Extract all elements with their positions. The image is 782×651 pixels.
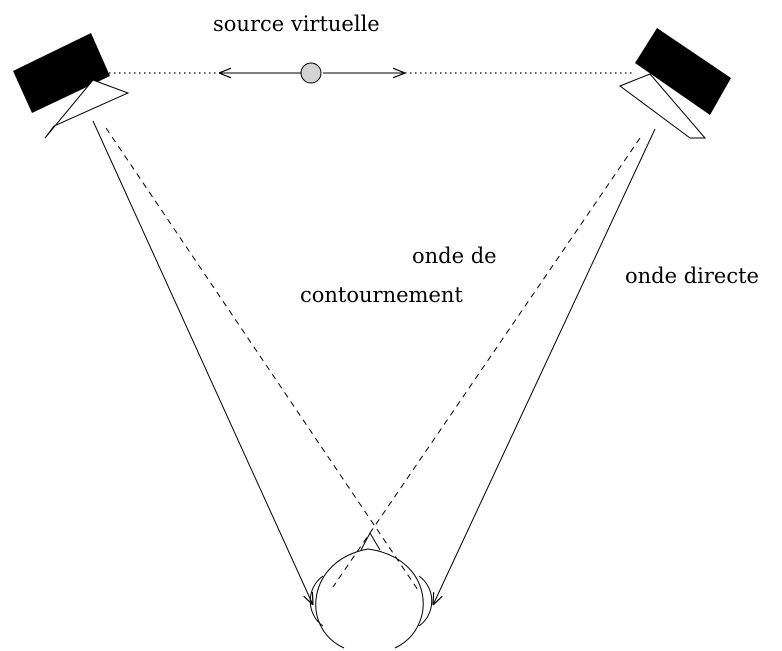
left-ear xyxy=(309,575,324,627)
direct-wave-left xyxy=(92,120,313,605)
direct-wave-label: onde directe xyxy=(625,264,759,288)
virtual-source xyxy=(300,62,322,84)
right-speaker-cone xyxy=(618,73,707,139)
right-speaker xyxy=(618,28,731,139)
left-speaker-cone xyxy=(44,79,130,139)
direct-wave-right xyxy=(433,128,656,605)
left-speaker xyxy=(13,33,130,139)
crosstalk-wave-left xyxy=(105,127,419,591)
nose xyxy=(360,531,381,551)
right-speaker-body xyxy=(635,28,731,115)
crosstalk-wave-label-line2: contournement xyxy=(300,283,463,307)
crosstalk-wave-label-line1: onde de xyxy=(412,244,497,268)
crosstalk-wave-right xyxy=(332,137,641,588)
head-outline xyxy=(315,548,424,649)
left-speaker-body xyxy=(13,33,110,113)
virtual-source-label: source virtuelle xyxy=(213,12,380,36)
right-ear xyxy=(418,575,433,627)
listener-head xyxy=(309,531,433,649)
